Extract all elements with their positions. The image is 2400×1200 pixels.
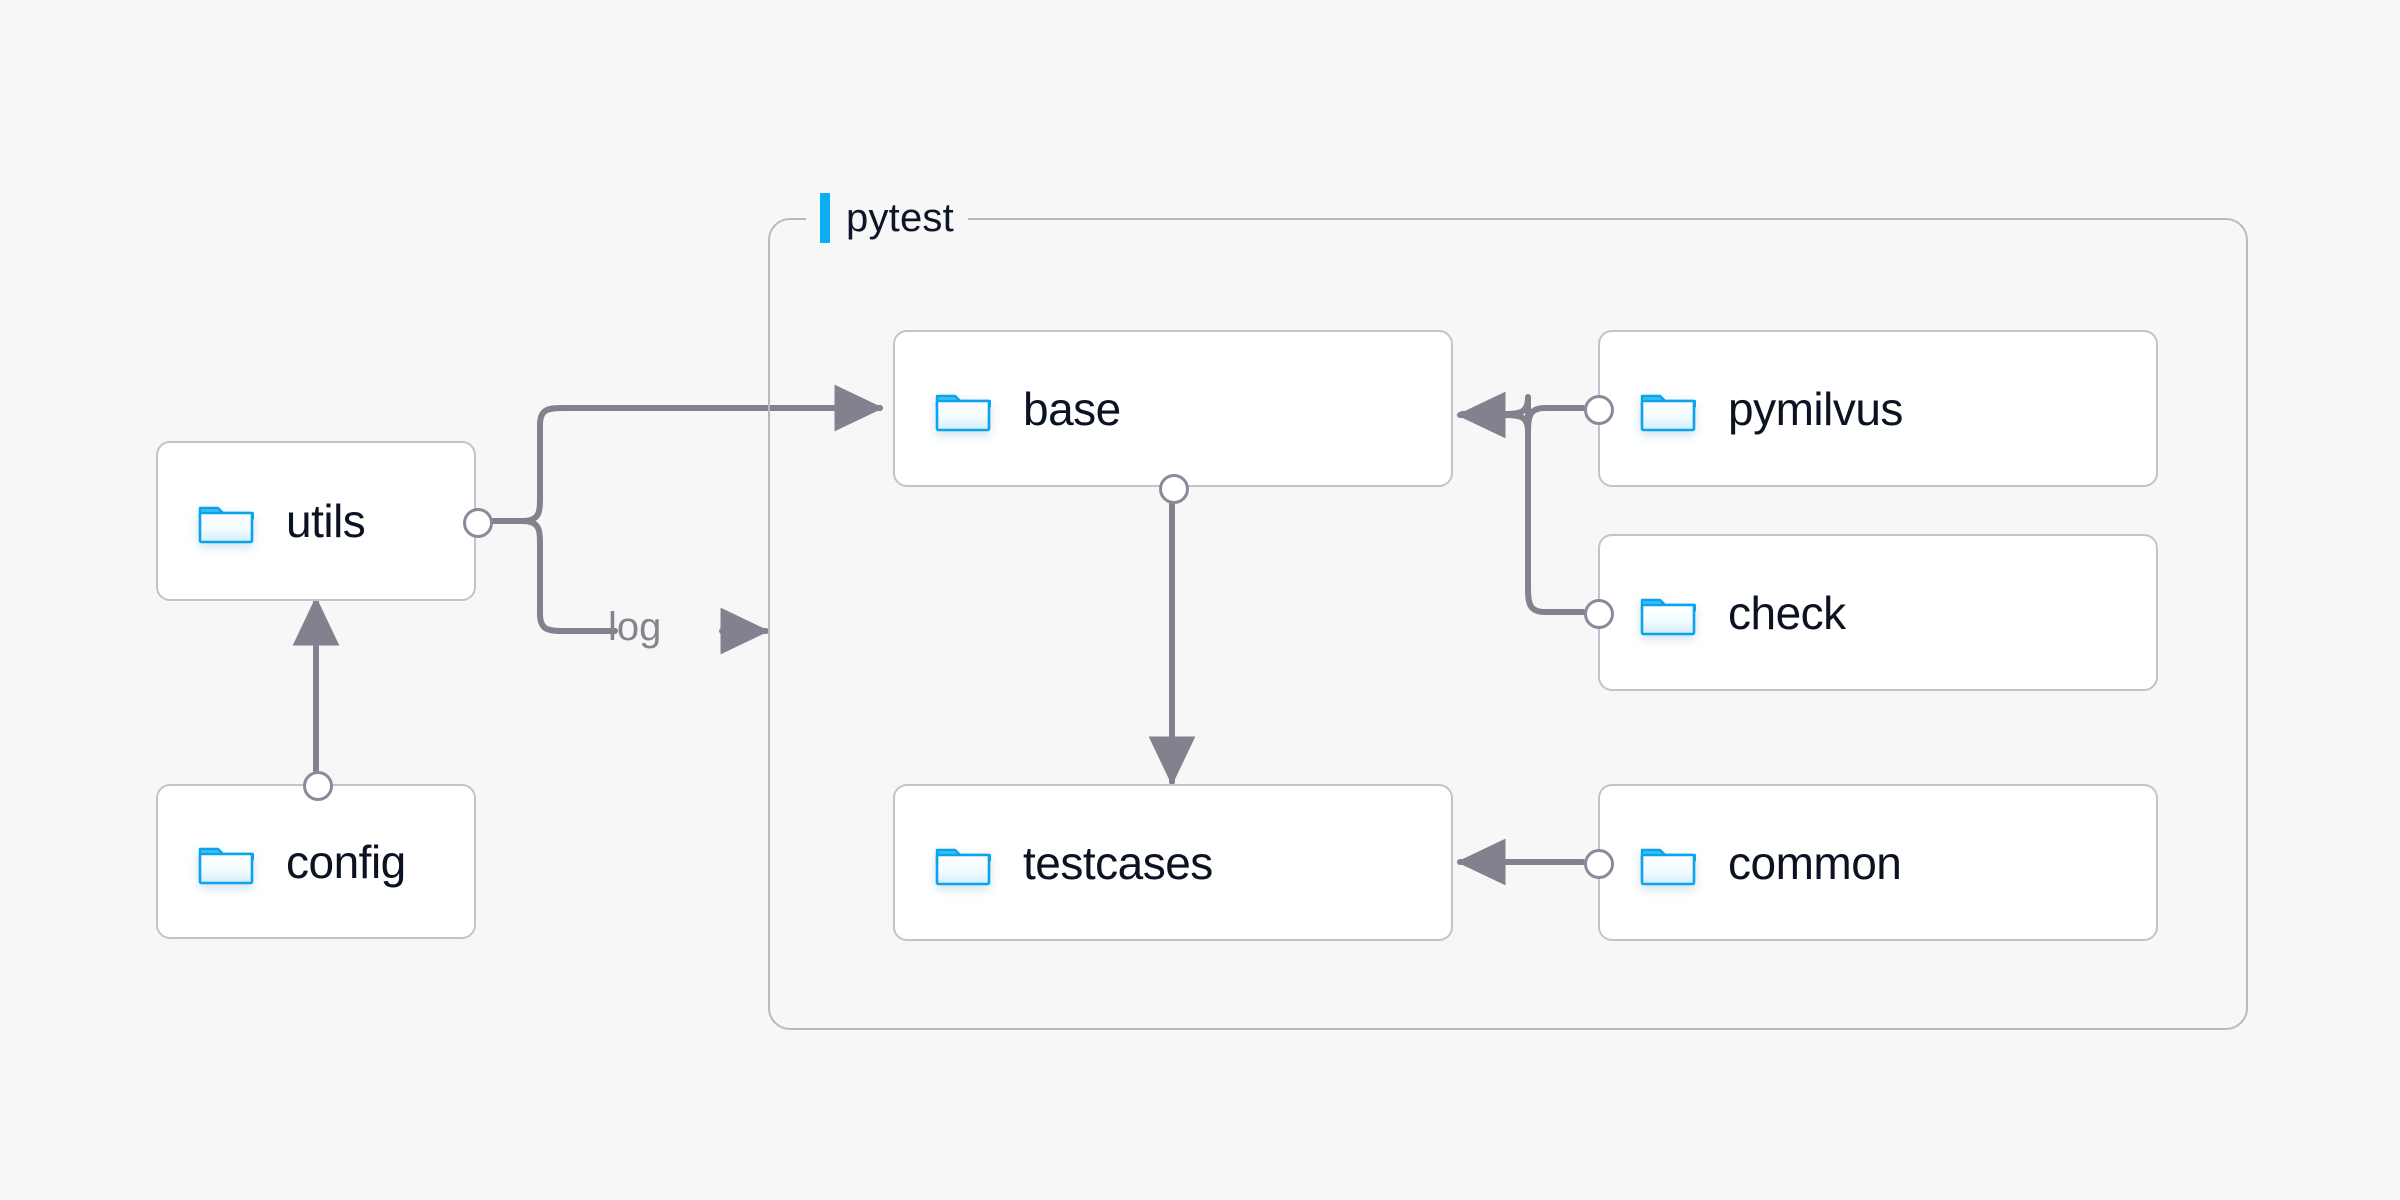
folder-icon	[935, 394, 991, 431]
folder-icon	[935, 848, 991, 885]
node-utils-port-right[interactable]	[463, 508, 493, 538]
node-utils-label: utils	[286, 495, 366, 547]
node-base-port-bottom[interactable]	[1159, 474, 1189, 504]
folder-icon	[1640, 598, 1696, 635]
node-pymilvus-label: pymilvus	[1728, 382, 1903, 435]
node-common-port-left[interactable]	[1584, 849, 1614, 879]
folder-icon	[198, 506, 254, 544]
node-check-label: check	[1728, 586, 1846, 639]
node-base-label: base	[1023, 382, 1121, 435]
node-pymilvus-port-left[interactable]	[1584, 395, 1614, 425]
pytest-group-label: pytest	[846, 195, 954, 240]
node-config-label: config	[286, 835, 406, 888]
node-common-label: common	[1728, 836, 1902, 889]
node-check-port-left[interactable]	[1584, 599, 1614, 629]
node-check[interactable]: check	[1584, 534, 2158, 691]
pytest-group-container[interactable]	[768, 218, 2248, 1030]
folder-icon	[198, 847, 254, 884]
node-config-port-top[interactable]	[303, 771, 333, 801]
node-utils[interactable]: utils	[156, 441, 493, 601]
folder-icon	[1640, 848, 1696, 885]
edge-label-log: log	[608, 605, 662, 649]
node-testcases-label: testcases	[1023, 836, 1213, 889]
vertical-bar-icon	[820, 193, 830, 243]
node-base[interactable]: base	[893, 330, 1453, 504]
folder-icon	[1640, 394, 1696, 431]
node-config[interactable]: config	[156, 771, 476, 939]
edge-utils-to-log	[519, 518, 618, 634]
node-common[interactable]: common	[1584, 784, 2158, 941]
pytest-group-label-wrap: pytest	[806, 190, 968, 246]
node-pymilvus[interactable]: pymilvus	[1584, 330, 2158, 487]
node-testcases[interactable]: testcases	[893, 784, 1453, 941]
